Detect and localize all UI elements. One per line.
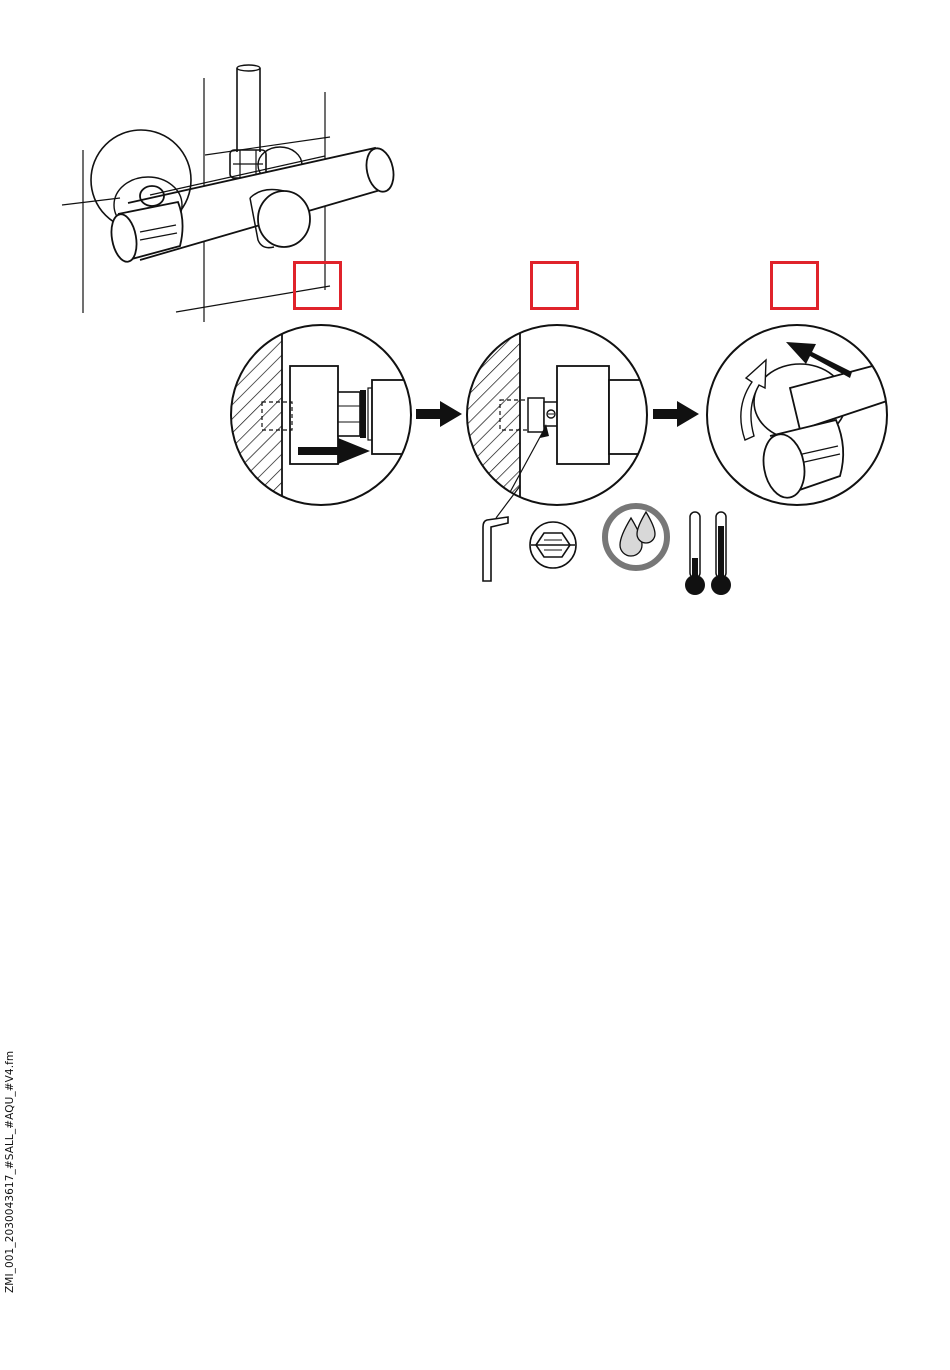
detail-circle-2 <box>455 320 649 518</box>
installation-diagram <box>0 0 950 620</box>
detail-circle-1 <box>220 320 412 510</box>
step-3-box <box>770 261 819 310</box>
step-2-box <box>530 261 579 310</box>
next-arrow-2 <box>653 401 699 427</box>
mixer-overview <box>62 65 397 322</box>
thermometer-icon <box>685 512 731 595</box>
document-code: ZMI_001_2030043617_#SALL_#AQU_#V4.fm <box>4 1051 16 1293</box>
detail-circle-3 <box>707 325 890 505</box>
water-drops-icon <box>605 506 667 568</box>
allen-key-icon <box>483 517 508 581</box>
hex-socket-icon <box>530 522 576 568</box>
step-1-box <box>293 261 342 310</box>
next-arrow-1 <box>416 401 462 427</box>
